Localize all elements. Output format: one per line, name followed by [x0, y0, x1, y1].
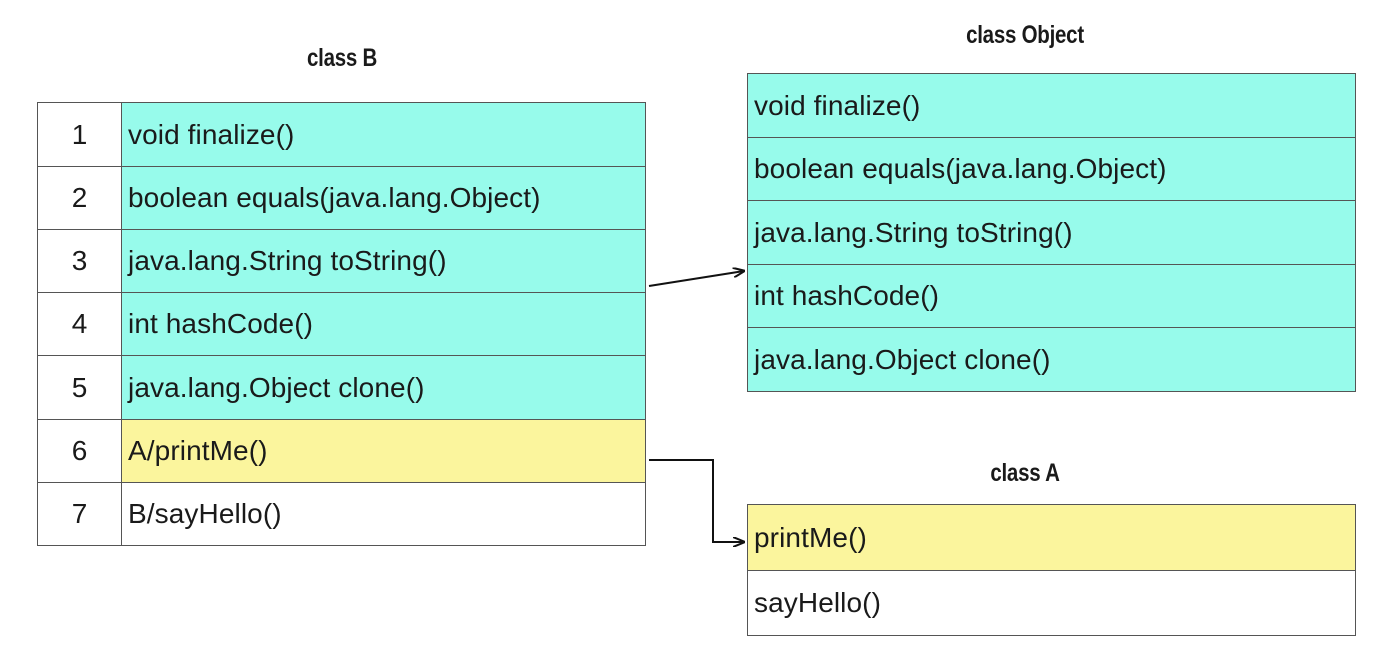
- class-b-row-5: 5 java.lang.Object clone(): [38, 356, 646, 420]
- class-object-row-3: java.lang.String toString(): [748, 201, 1356, 265]
- method-entry: void finalize(): [748, 74, 1355, 137]
- class-object-vtable: void finalize() boolean equals(java.lang…: [747, 73, 1356, 392]
- slot-index: 3: [38, 230, 122, 292]
- slot-index: 7: [38, 483, 122, 545]
- class-a-row-2: sayHello(): [748, 571, 1356, 636]
- method-entry: sayHello(): [748, 571, 1355, 635]
- method-entry: int hashCode(): [122, 293, 645, 355]
- method-entry: java.lang.Object clone(): [748, 328, 1355, 391]
- class-a-row-1: printMe(): [748, 505, 1356, 571]
- method-entry: java.lang.String toString(): [122, 230, 645, 292]
- class-b-row-1: 1 void finalize(): [38, 103, 646, 167]
- class-object-title: class Object: [966, 21, 1084, 49]
- class-b-row-6: 6 A/printMe(): [38, 420, 646, 483]
- class-b-row-4: 4 int hashCode(): [38, 293, 646, 356]
- printme-arrow: [649, 459, 744, 542]
- class-b-row-7: 7 B/sayHello(): [38, 483, 646, 546]
- slot-index: 2: [38, 167, 122, 229]
- class-b-row-3: 3 java.lang.String toString(): [38, 230, 646, 293]
- method-entry: boolean equals(java.lang.Object): [122, 167, 645, 229]
- class-a-title: class A: [990, 459, 1060, 487]
- method-entry: java.lang.String toString(): [748, 201, 1355, 264]
- slot-index: 4: [38, 293, 122, 355]
- class-a-vtable: printMe() sayHello(): [747, 504, 1356, 636]
- class-object-row-2: boolean equals(java.lang.Object): [748, 138, 1356, 201]
- method-entry: java.lang.Object clone(): [122, 356, 645, 419]
- class-object-row-4: int hashCode(): [748, 265, 1356, 328]
- method-entry: A/printMe(): [122, 420, 645, 482]
- slot-index: 5: [38, 356, 122, 419]
- method-entry: boolean equals(java.lang.Object): [748, 138, 1355, 200]
- inherited-methods-arrow: [648, 271, 744, 287]
- class-object-row-1: void finalize(): [748, 74, 1356, 138]
- class-b-title: class B: [306, 44, 378, 72]
- class-b-row-2: 2 boolean equals(java.lang.Object): [38, 167, 646, 230]
- method-entry: int hashCode(): [748, 265, 1355, 327]
- slot-index: 6: [38, 420, 122, 482]
- slot-index: 1: [38, 103, 122, 166]
- method-entry: printMe(): [748, 505, 1355, 570]
- class-b-vtable: 1 void finalize() 2 boolean equals(java.…: [37, 102, 646, 546]
- class-object-row-5: java.lang.Object clone(): [748, 328, 1356, 392]
- method-entry: void finalize(): [122, 103, 645, 166]
- method-entry: B/sayHello(): [122, 483, 645, 545]
